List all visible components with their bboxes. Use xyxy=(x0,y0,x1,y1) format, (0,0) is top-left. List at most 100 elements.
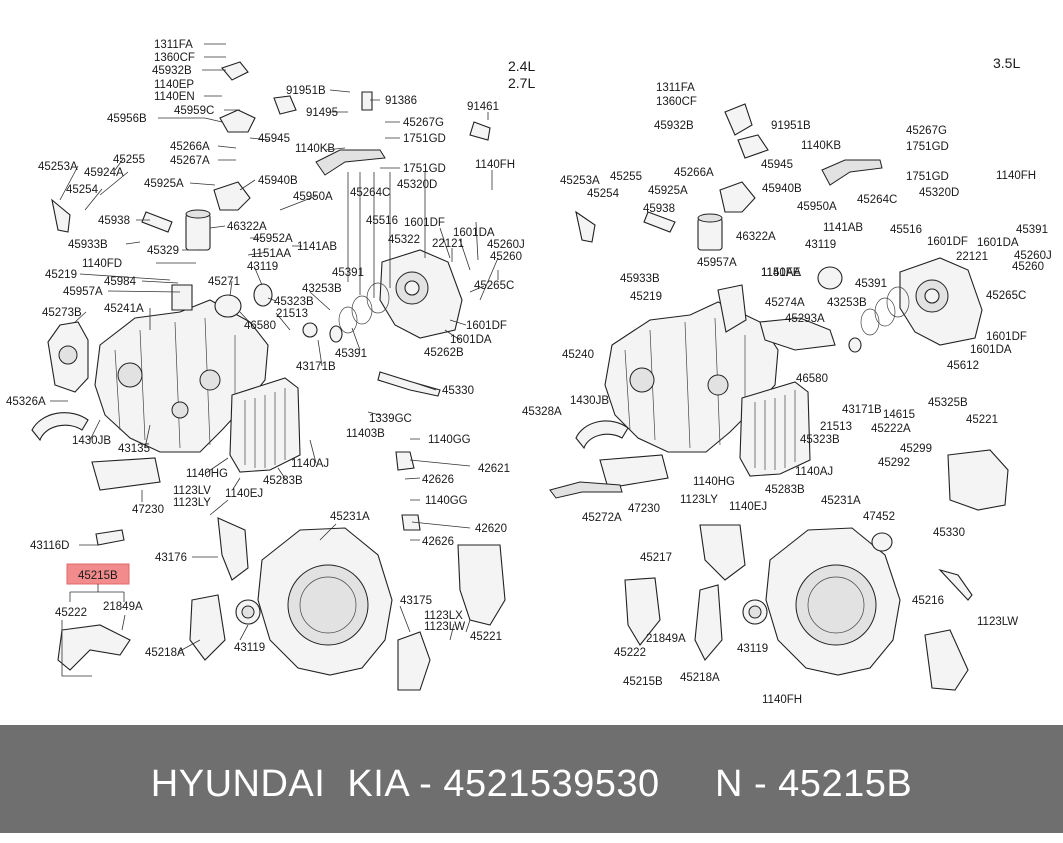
part-label: 45265C xyxy=(474,280,514,292)
part-label: 45266A xyxy=(674,167,714,179)
part-label: 45933B xyxy=(620,273,660,285)
part-label: 45320D xyxy=(919,187,959,199)
part-label: 45325B xyxy=(928,397,968,409)
part-label: 45231A xyxy=(330,511,370,523)
part-label: 21849A xyxy=(646,633,686,645)
part-label: 45264C xyxy=(857,194,897,206)
part-label: 45241A xyxy=(104,303,144,315)
part-label: 1601DF xyxy=(986,331,1027,343)
part-label: 45260 xyxy=(1012,261,1044,273)
part-label: 1140EJ xyxy=(729,501,767,513)
part-label: 1751GD xyxy=(906,171,949,183)
part-label: 43119 xyxy=(234,642,265,654)
part-label: 21513 xyxy=(276,308,308,320)
variant-label-3-5l: 3.5L xyxy=(993,55,1020,71)
part-label: 42626 xyxy=(422,536,454,548)
part-label: 45938 xyxy=(98,215,130,227)
part-label: 45329 xyxy=(147,245,179,257)
part-label: 45216 xyxy=(912,595,944,607)
part-label: 45320D xyxy=(397,179,437,191)
part-label: 43171B xyxy=(842,404,882,416)
part-label: 1123LV xyxy=(173,485,211,497)
part-label: 1123LY xyxy=(173,497,211,509)
part-label: 1140HG xyxy=(693,476,735,488)
part-label: 45222 xyxy=(614,647,646,659)
part-label: 45292 xyxy=(878,457,910,469)
part-label: 45330 xyxy=(933,527,965,539)
part-label: 1360CF xyxy=(154,52,195,64)
part-label: 45272A xyxy=(582,512,622,524)
part-label: 1140FD xyxy=(82,258,122,270)
variant-label-2-4l: 2.4L xyxy=(508,58,535,74)
highlighted-part-group xyxy=(61,563,130,677)
part-label: 1751GD xyxy=(906,141,949,153)
part-label: 11403B xyxy=(346,428,385,440)
part-label: 91495 xyxy=(306,107,338,119)
part-label: 47230 xyxy=(132,504,164,516)
part-label: 1140EJ xyxy=(225,488,263,500)
part-label: 45959C xyxy=(174,105,214,117)
part-label: 45322 xyxy=(388,234,420,246)
part-label: 14615 xyxy=(883,409,915,421)
part-label: 1140GG xyxy=(428,434,471,446)
part-label: 45217 xyxy=(640,552,672,564)
part-label: 45328A xyxy=(522,406,562,418)
part-label: 1141AB xyxy=(297,241,337,253)
part-label: 45938 xyxy=(643,203,675,215)
part-label: 43176 xyxy=(155,552,187,564)
left-part-labels: 1311FA 1360CF 45932B 1140EP 1140EN 45959… xyxy=(6,39,525,659)
part-label: 1140AJ xyxy=(795,466,833,478)
part-label: 45267G xyxy=(906,125,947,137)
part-label: 45940B xyxy=(762,183,802,195)
part-label: 1601DA xyxy=(450,334,492,346)
part-label: 45932B xyxy=(152,65,192,77)
part-label: 1601DA xyxy=(453,227,495,239)
part-label: 1601DA xyxy=(970,344,1012,356)
part-label: 45925A xyxy=(144,178,184,190)
part-label: 45262B xyxy=(424,347,464,359)
left-assembly xyxy=(31,61,506,691)
part-label: 1430JB xyxy=(72,435,111,447)
part-label: 1601DF xyxy=(927,236,968,248)
part-label: 45266A xyxy=(170,141,210,153)
part-label: 45956B xyxy=(107,113,147,125)
exploded-parts-diagram: 2.4L 2.7L 3.5L 1311FA 1360CF 45932B 1140… xyxy=(6,39,1052,706)
part-label: 43119 xyxy=(247,261,278,273)
part-label: 46322A xyxy=(227,221,267,233)
part-label: 45612 xyxy=(947,360,979,372)
part-label: 91386 xyxy=(385,95,417,107)
part-label: 1751GD xyxy=(403,163,446,175)
part-label: 1140FH xyxy=(996,170,1036,182)
part-label: 45950A xyxy=(797,201,837,213)
part-label: 45323B xyxy=(800,434,840,446)
variant-label-2-7l: 2.7L xyxy=(508,75,535,91)
right-part-labels: 1311FA 1360CF 45932B 91951B 45267G 1140K… xyxy=(522,82,1052,706)
part-label: 43119 xyxy=(805,239,836,251)
part-label: 45516 xyxy=(366,215,398,227)
part-label: 1140HG xyxy=(186,468,228,480)
part-label: 42620 xyxy=(475,523,507,535)
part-label: 1140KB xyxy=(295,143,335,155)
part-label: 1601DF xyxy=(466,320,507,332)
part-label: 43116D xyxy=(30,540,69,552)
part-label: 45265C xyxy=(986,290,1026,302)
part-label: 1123LX xyxy=(424,610,463,622)
part-label: 45260J xyxy=(1014,250,1052,262)
part-label: 45267A xyxy=(170,155,210,167)
part-label: 45274A xyxy=(765,297,805,309)
part-label: 21513 xyxy=(820,421,852,433)
part-label: 1140FH xyxy=(475,159,515,171)
part-label: 45391 xyxy=(335,348,367,360)
part-label: 45253A xyxy=(560,175,600,187)
part-label: 45925A xyxy=(648,185,688,197)
part-label: 45254 xyxy=(66,184,99,196)
part-label: 45299 xyxy=(900,443,932,455)
part-label: 45952A xyxy=(253,233,293,245)
part-label: 1140FH xyxy=(762,694,802,706)
part-label: 1140FE xyxy=(761,267,801,279)
part-label: 45950A xyxy=(293,191,333,203)
part-label: 1601DF xyxy=(404,217,445,229)
part-label: 45940B xyxy=(258,175,298,187)
part-label: 91951B xyxy=(771,120,811,132)
part-label: 21849A xyxy=(103,601,143,613)
